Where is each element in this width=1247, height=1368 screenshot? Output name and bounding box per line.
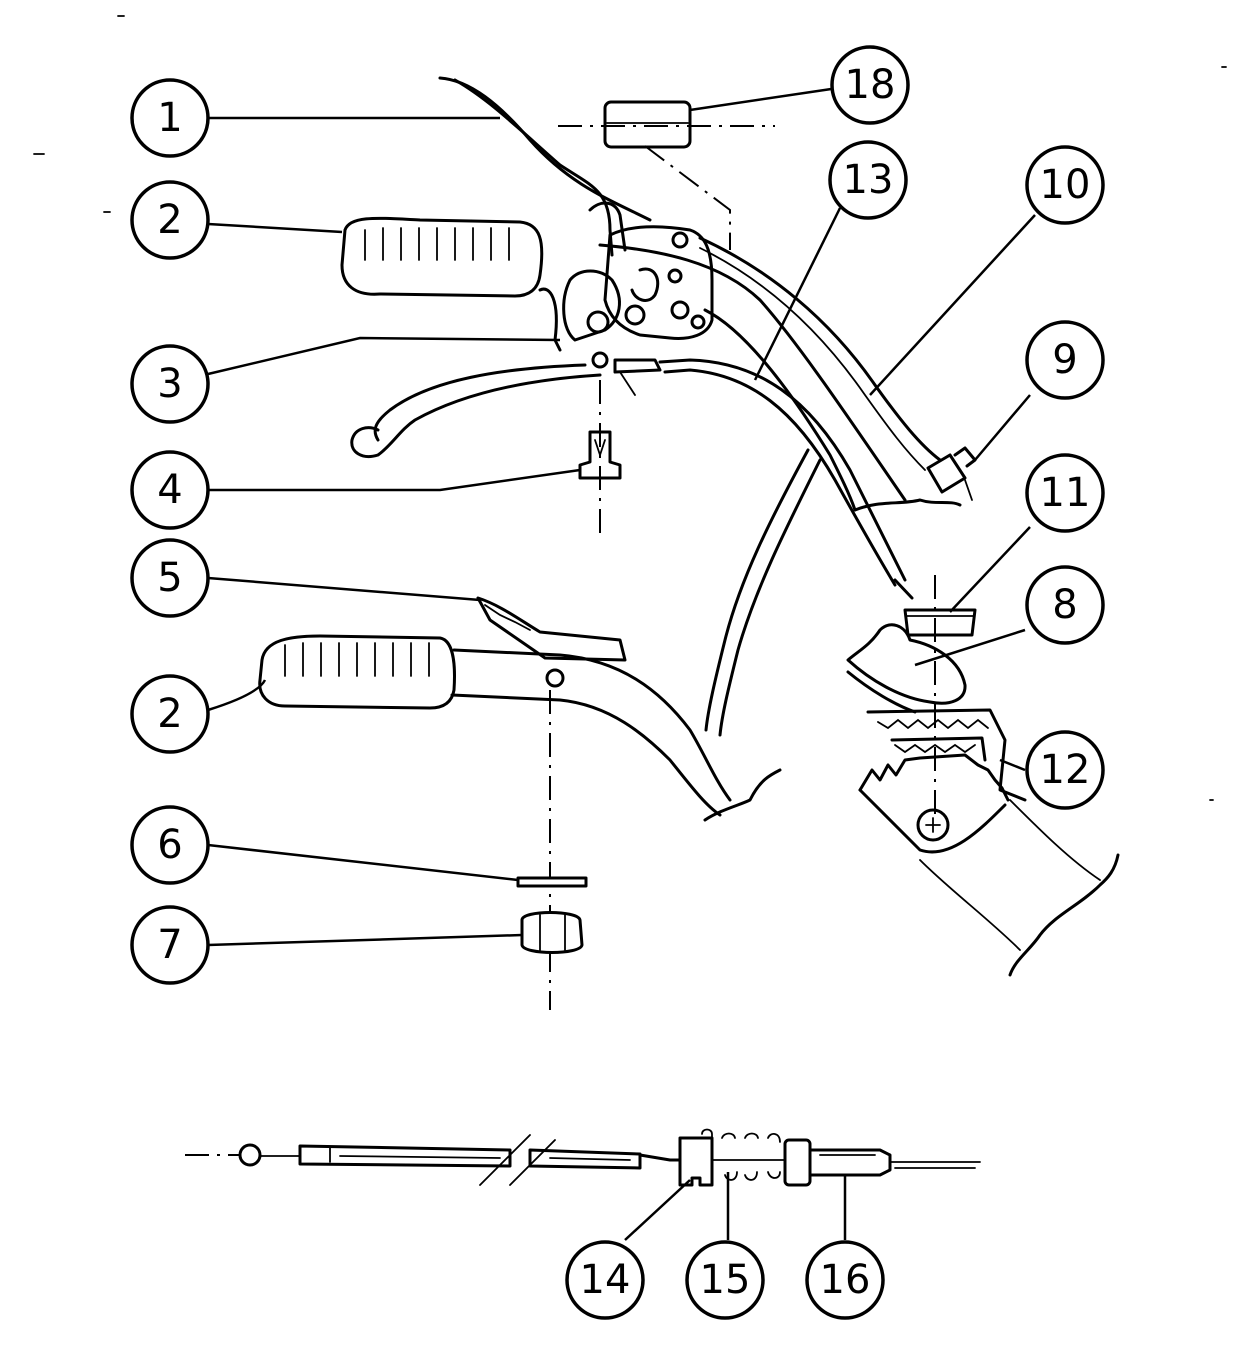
part-6-washer	[516, 876, 588, 888]
callout-label-2-lower: 2	[157, 691, 182, 737]
callout-label-2-upper: 2	[157, 197, 182, 243]
callout-label-12: 12	[1040, 747, 1091, 793]
callout-label-5: 5	[157, 555, 182, 601]
callout-3: 3	[130, 344, 210, 424]
callout-label-8: 8	[1052, 582, 1077, 628]
callout-label-16: 16	[820, 1257, 871, 1303]
cable-10	[698, 236, 942, 471]
callout-label-15: 15	[700, 1257, 751, 1303]
callout-14: 14	[565, 1240, 645, 1320]
part-4-clip	[578, 380, 622, 540]
part-9-adjuster	[926, 446, 977, 501]
part-18-cylinder	[558, 100, 775, 250]
lower-grip	[258, 634, 456, 710]
lever-1	[438, 76, 652, 257]
lever-housing	[538, 225, 714, 352]
upper-handlebar-assembly	[340, 76, 962, 737]
callout-label-6: 6	[157, 822, 182, 868]
scan-specks	[33, 15, 1227, 801]
part-7-nut	[520, 911, 584, 954]
lower-handlebar-assembly	[258, 596, 782, 1010]
cable-assembly	[185, 1128, 981, 1187]
callout-label-10: 10	[1040, 162, 1091, 208]
callout-10: 10	[1025, 145, 1105, 225]
callout-label-13: 13	[843, 157, 894, 203]
callout-label-11: 11	[1040, 470, 1091, 516]
callout-11: 11	[1025, 453, 1105, 533]
callout-label-18: 18	[845, 62, 896, 108]
part-8-cam	[846, 623, 967, 714]
callout-18: 18	[830, 45, 910, 125]
part-11-cap	[903, 608, 977, 637]
callout-9: 9	[1025, 320, 1105, 400]
brake-lever-lower	[350, 351, 662, 458]
callout-4: 4	[130, 450, 210, 530]
frame-tube	[704, 448, 822, 737]
brake-cable-13	[658, 358, 914, 600]
callout-label-1: 1	[157, 95, 182, 141]
callout-12: 12	[1025, 730, 1105, 810]
callout-7: 7	[130, 905, 210, 985]
part-15-clips	[701, 1128, 791, 1181]
leader-lines	[207, 86, 1036, 1241]
callout-16: 16	[805, 1240, 885, 1320]
callout-6: 6	[130, 805, 210, 885]
callout-label-7: 7	[157, 922, 182, 968]
callout-label-9: 9	[1052, 337, 1077, 383]
part-12-ratchet	[858, 708, 1027, 854]
callout-label-14: 14	[580, 1257, 631, 1303]
callout-label-4: 4	[157, 467, 182, 513]
callout-5: 5	[130, 538, 210, 618]
callout-8: 8	[1025, 565, 1105, 645]
callout-15: 15	[685, 1240, 765, 1320]
callout-1: 1	[130, 78, 210, 158]
upper-grip	[340, 216, 544, 298]
brake-mechanism	[846, 575, 1120, 977]
callout-13: 13	[828, 140, 908, 220]
callout-label-3: 3	[157, 361, 182, 407]
callout-2-upper: 2	[130, 180, 210, 260]
part-5-lever-stub	[476, 596, 627, 662]
callout-2-lower: 2	[130, 674, 210, 754]
